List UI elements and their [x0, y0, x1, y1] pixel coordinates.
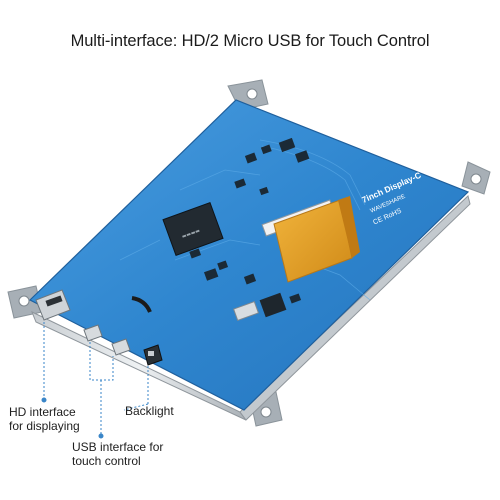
callout-backlight: Backlight: [125, 404, 174, 418]
callout-hd-line-2: for displaying: [9, 419, 80, 433]
smd-components: [189, 137, 310, 322]
micro-usb-port-1: [83, 324, 103, 342]
callout-backlight-label: Backlight: [125, 404, 174, 418]
callout-usb-interface: USB interface for touch control: [72, 440, 163, 468]
mounting-tabs: [7, 79, 491, 427]
pcb-board: [28, 99, 470, 411]
hdmi-port: [35, 289, 71, 321]
callout-hd-interface: HD interface for displaying: [9, 405, 80, 433]
page-title: Multi-interface: HD/2 Micro USB for Touc…: [70, 32, 430, 50]
jumper-cable: [131, 296, 152, 313]
main-chip: ▬▬▬▬: [162, 201, 224, 257]
callout-hd-line-1: HD interface: [9, 405, 76, 419]
secondary-chip: [259, 292, 287, 318]
callout-lines: [41, 322, 149, 439]
callout-usb-line-1: USB interface for: [72, 440, 164, 454]
hdmi-port-icon: [35, 289, 71, 321]
fpc-connector: [261, 196, 360, 283]
callout-usb-line-2: touch control: [72, 454, 141, 468]
micro-usb-port-2: [111, 338, 131, 356]
backlight-switch: [143, 344, 163, 366]
micro-usb-port-icon: [83, 324, 103, 342]
